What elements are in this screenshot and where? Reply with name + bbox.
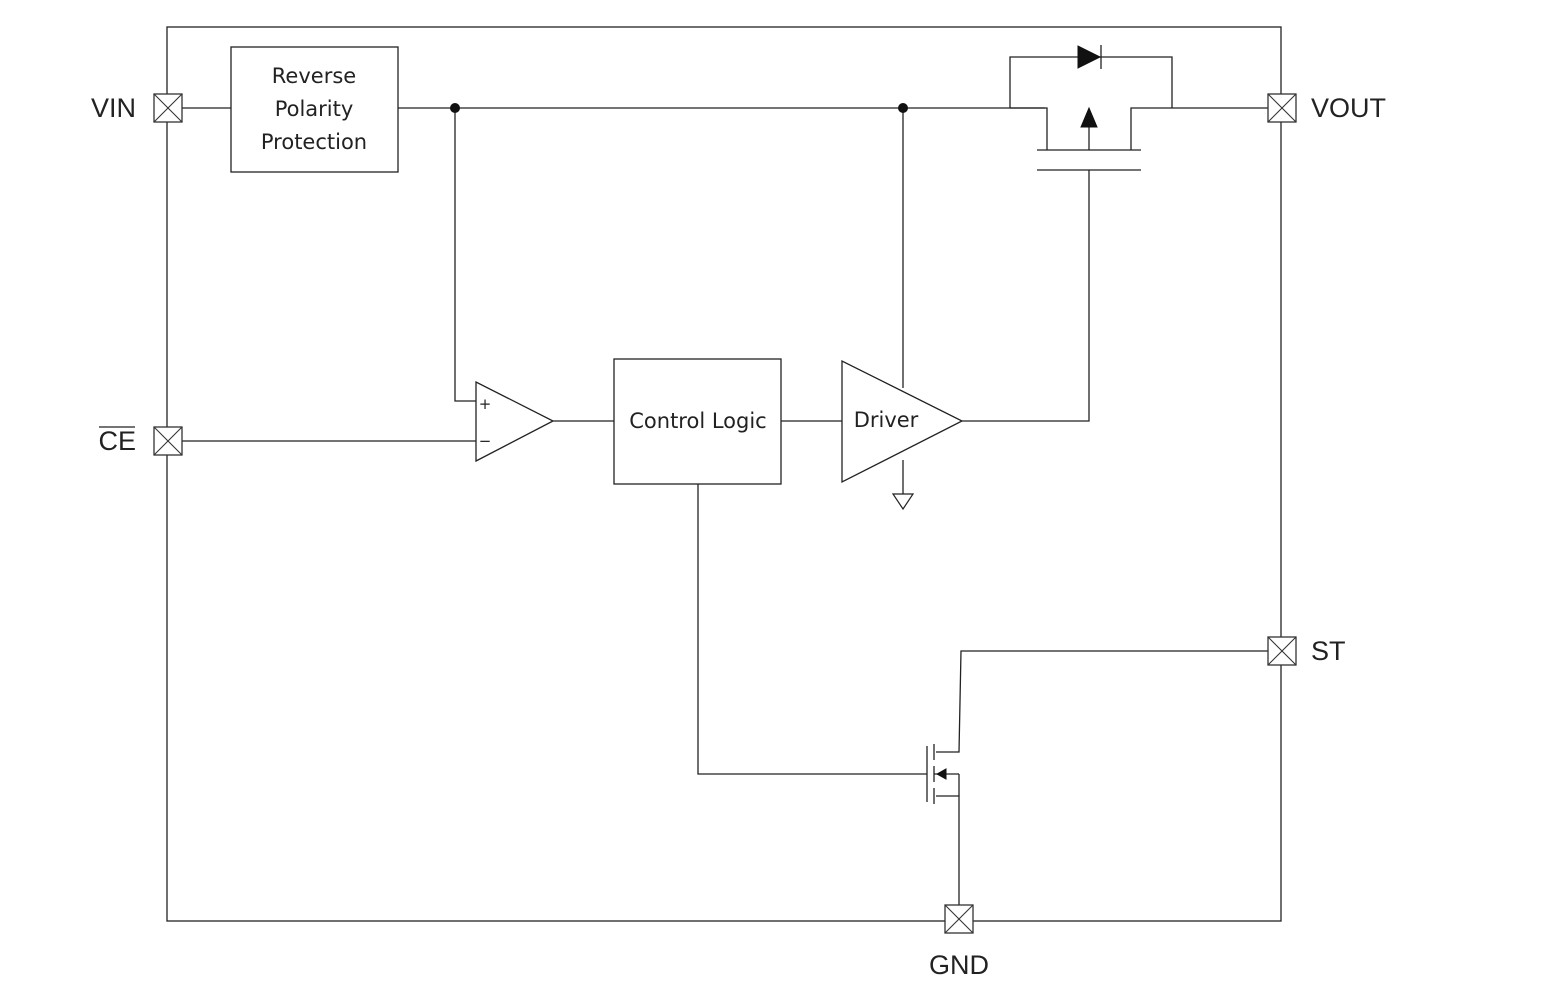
reverse-polarity-label-line1: Reverse [272, 64, 356, 88]
wire-rail-to-comparator-plus [454, 108, 476, 402]
pmos-arrow-icon [1080, 106, 1098, 128]
pin-vin [153, 93, 183, 123]
comparator [475, 380, 555, 463]
wire-nmos-to-st [936, 650, 1268, 753]
pin-label-vin: VIN [91, 93, 136, 123]
body-diode-icon [1077, 45, 1102, 69]
wire-nmos-to-gnd [936, 795, 960, 905]
junction-dot [450, 103, 460, 113]
wire-driver-to-gate [962, 170, 1090, 422]
pin-label-gnd: GND [929, 950, 989, 980]
driver-block [841, 359, 964, 484]
reverse-polarity-label-line3: Protection [261, 130, 367, 154]
reverse-polarity-block [230, 46, 399, 173]
control-logic-block [613, 358, 782, 485]
nmos-status-transistor [926, 744, 960, 804]
driver-label: Driver [854, 408, 919, 432]
pmos-pass-transistor [1009, 45, 1173, 171]
pin-label-vout: VOUT [1311, 93, 1386, 123]
reverse-polarity-label-line2: Polarity [275, 97, 354, 121]
pin-gnd [944, 904, 974, 934]
control-logic-label: Control Logic [629, 409, 766, 433]
ground-symbol [891, 493, 915, 511]
pin-ce [153, 426, 183, 456]
pin-st [1267, 636, 1297, 666]
junction-dot [898, 103, 908, 113]
pin-label-ce: CE [98, 426, 136, 456]
chip-outline [166, 26, 1282, 922]
pin-label-st: ST [1311, 636, 1346, 666]
wire-logic-to-nmos-gate [697, 484, 927, 775]
nmos-arrow-icon [935, 768, 947, 780]
pin-vout [1267, 93, 1297, 123]
comparator-plus-label: + [479, 395, 492, 413]
comparator-minus-label: − [479, 432, 492, 450]
